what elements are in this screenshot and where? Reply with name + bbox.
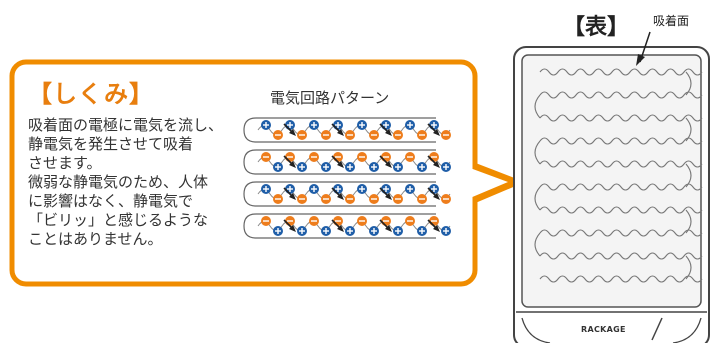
suction-surface-label: 吸着面 <box>653 14 690 28</box>
electrode-wave-8 <box>539 229 703 237</box>
field-arrowhead-r4-5 <box>385 225 392 232</box>
callout-pointer-inner <box>470 168 508 198</box>
electrode-wave-3 <box>539 114 703 122</box>
electrode-wave-10 <box>539 275 703 283</box>
field-arrowhead-r1-5 <box>385 129 392 136</box>
field-arrowhead-r4-7 <box>433 225 440 232</box>
circuit-loop-2 <box>243 149 436 175</box>
electrode-wave-4 <box>539 137 703 145</box>
field-arrowhead-r3-5 <box>385 193 392 200</box>
electrode-turn-6 <box>534 186 541 211</box>
field-arrowhead-r4-3 <box>337 225 344 232</box>
electrode-wave-2 <box>539 91 703 99</box>
electrode-turn-3 <box>685 117 692 142</box>
field-arrowhead-r2-1 <box>289 161 296 168</box>
field-arrowhead-r1-3 <box>337 129 344 136</box>
electrode-turn-1 <box>685 71 692 96</box>
device-illustration <box>513 46 710 343</box>
body-line-4: 微弱な静電気のため、人体 <box>28 173 209 191</box>
electrode-wave-9 <box>539 252 703 260</box>
electrode-wave-5 <box>539 160 703 168</box>
front-face-label: 【表】 <box>563 15 630 40</box>
body-line-7: ことはありません。 <box>28 230 163 248</box>
field-arrowhead-r2-7 <box>433 161 440 168</box>
circuit-loop-4 <box>243 213 436 239</box>
circuit-loop-1 <box>243 117 436 143</box>
electrode-serpentine <box>534 68 703 283</box>
field-arrowhead-r1-7 <box>433 129 440 136</box>
body-line-3: させます。 <box>28 154 102 172</box>
electrode-wave-1 <box>539 68 703 76</box>
body-line-6: 「ビリッ」と感じるような <box>28 211 209 229</box>
device-foot-left <box>521 317 551 343</box>
body-line-2: 静電気を発生させて吸着 <box>28 135 194 153</box>
circuit-loop-3 <box>243 181 436 207</box>
electrode-turn-4 <box>534 140 541 165</box>
electrode-turn-2 <box>534 94 541 119</box>
electrode-wave-6 <box>539 183 703 191</box>
device-foot-right <box>672 317 702 343</box>
suction-surface <box>521 54 702 308</box>
field-arrowhead-r2-5 <box>385 161 392 168</box>
brand-logo: RACKAGE <box>581 325 626 334</box>
field-arrowhead-r4-1 <box>289 225 296 232</box>
field-arrowhead-r3-7 <box>433 193 440 200</box>
field-arrowhead-r3-3 <box>337 193 344 200</box>
circuit-pattern <box>243 117 451 239</box>
field-arrowhead-r2-3 <box>337 161 344 168</box>
electrode-wave-7 <box>539 206 703 214</box>
callout-title: 【しくみ】 <box>28 80 154 108</box>
surface-label-arrowhead <box>636 54 645 66</box>
field-arrowhead-r3-1 <box>289 193 296 200</box>
body-line-5: に影響はなく、静電気で <box>28 192 194 210</box>
electrode-turn-7 <box>685 209 692 234</box>
electrode-turn-5 <box>685 163 692 188</box>
electrode-turn-9 <box>685 255 692 280</box>
body-line-1: 吸着面の電極に電気を流し、 <box>28 116 224 134</box>
electrode-turn-8 <box>534 232 541 257</box>
circuit-pattern-label: 電気回路パターン <box>270 89 390 107</box>
device-slot <box>651 317 663 341</box>
field-arrowhead-r1-1 <box>289 129 296 136</box>
